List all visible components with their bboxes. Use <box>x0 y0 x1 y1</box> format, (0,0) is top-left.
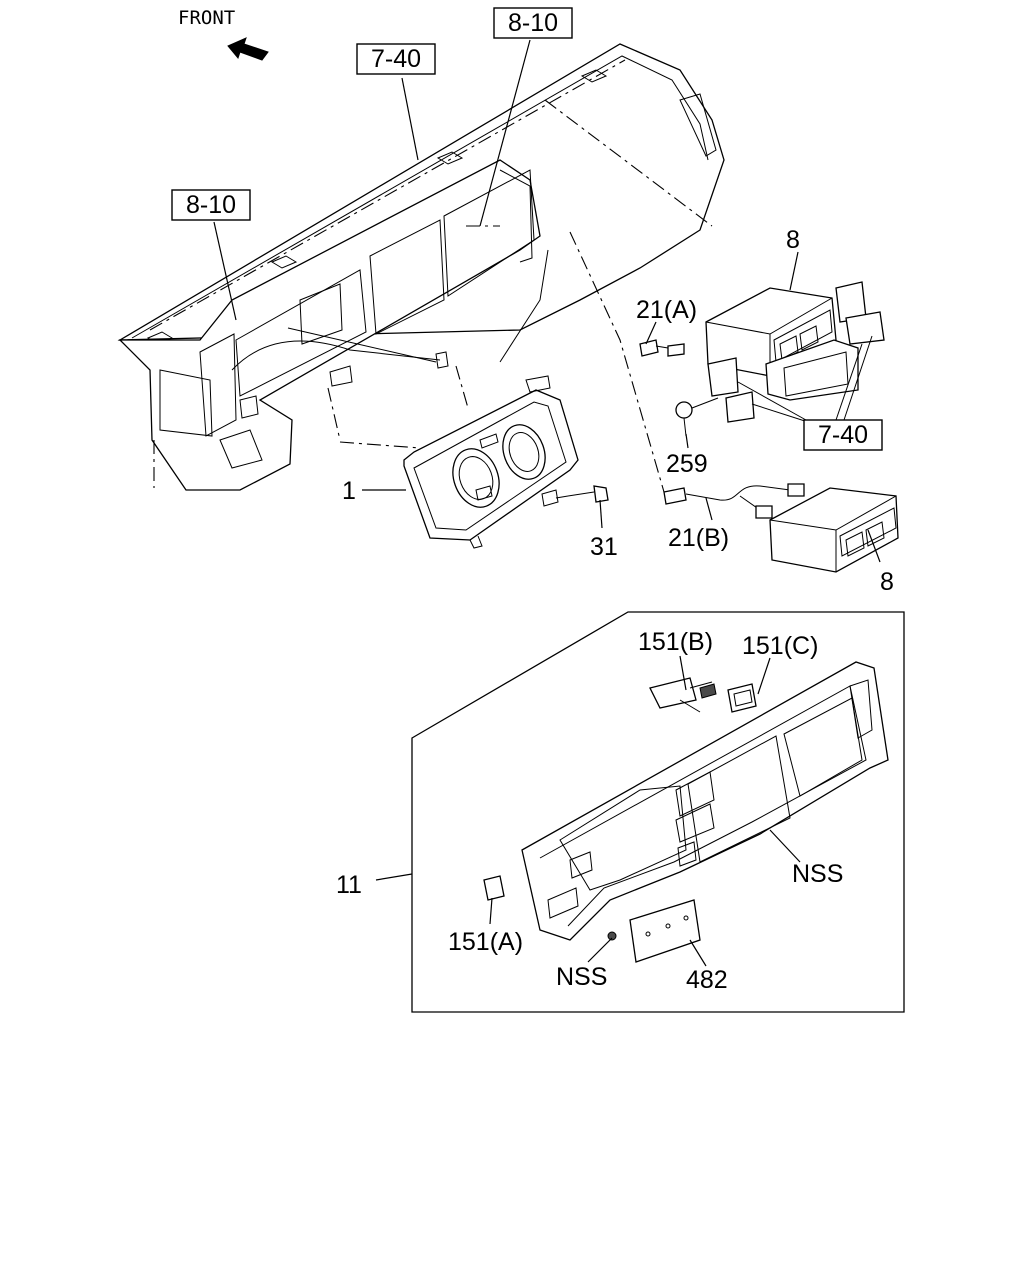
callout-151c: 151(C) <box>742 632 818 660</box>
dashboard-assembly <box>117 43 725 491</box>
instrument-cluster <box>327 365 579 549</box>
callout-21b: 21(B) <box>668 524 729 552</box>
ref-box-7-40-right: 7-40 <box>803 419 883 451</box>
callout-482: 482 <box>686 966 728 994</box>
callout-31: 31 <box>590 533 618 561</box>
callouts: 1 8 8 21(A) 21(B) 31 259 11 151(A) 151(B… <box>336 226 894 994</box>
ref-8-10-left-text: 8-10 <box>186 191 236 219</box>
callout-1: 1 <box>342 477 356 505</box>
plate-151c <box>727 683 757 713</box>
front-label: FRONT <box>178 7 235 29</box>
callout-8-bottom: 8 <box>880 568 894 596</box>
callout-259: 259 <box>666 450 708 478</box>
leader-lines <box>213 39 881 967</box>
front-arrow-icon <box>227 37 269 61</box>
callout-nss-right: NSS <box>792 860 843 888</box>
callout-21a: 21(A) <box>636 296 697 324</box>
ref-7-40-top-text: 7-40 <box>371 45 421 73</box>
front-indicator: FRONT <box>178 7 269 61</box>
callout-8-top: 8 <box>786 226 800 254</box>
cluster-bezel-11 <box>521 661 889 941</box>
clip-151a <box>483 875 505 901</box>
detail-box <box>411 611 905 1013</box>
harness-21b <box>569 231 805 519</box>
bracket-151b <box>649 677 717 713</box>
ref-box-8-10-left: 8-10 <box>171 189 251 221</box>
callout-11: 11 <box>336 871 362 899</box>
module-8-top <box>705 281 885 423</box>
bolt-259 <box>675 397 719 437</box>
ref-box-7-40-top: 7-40 <box>356 43 436 75</box>
ref-7-40-right-text: 7-40 <box>818 421 868 449</box>
plate-482 <box>607 899 701 963</box>
callout-151b: 151(B) <box>638 628 713 656</box>
ref-box-8-10-top: 8-10 <box>493 7 573 39</box>
module-8-bottom <box>769 487 899 573</box>
ref-8-10-top-text: 8-10 <box>508 9 558 37</box>
screw-31 <box>555 485 609 503</box>
callout-nss-bottom: NSS <box>556 963 607 991</box>
callout-151a: 151(A) <box>448 928 523 956</box>
harness-21a <box>639 339 685 357</box>
